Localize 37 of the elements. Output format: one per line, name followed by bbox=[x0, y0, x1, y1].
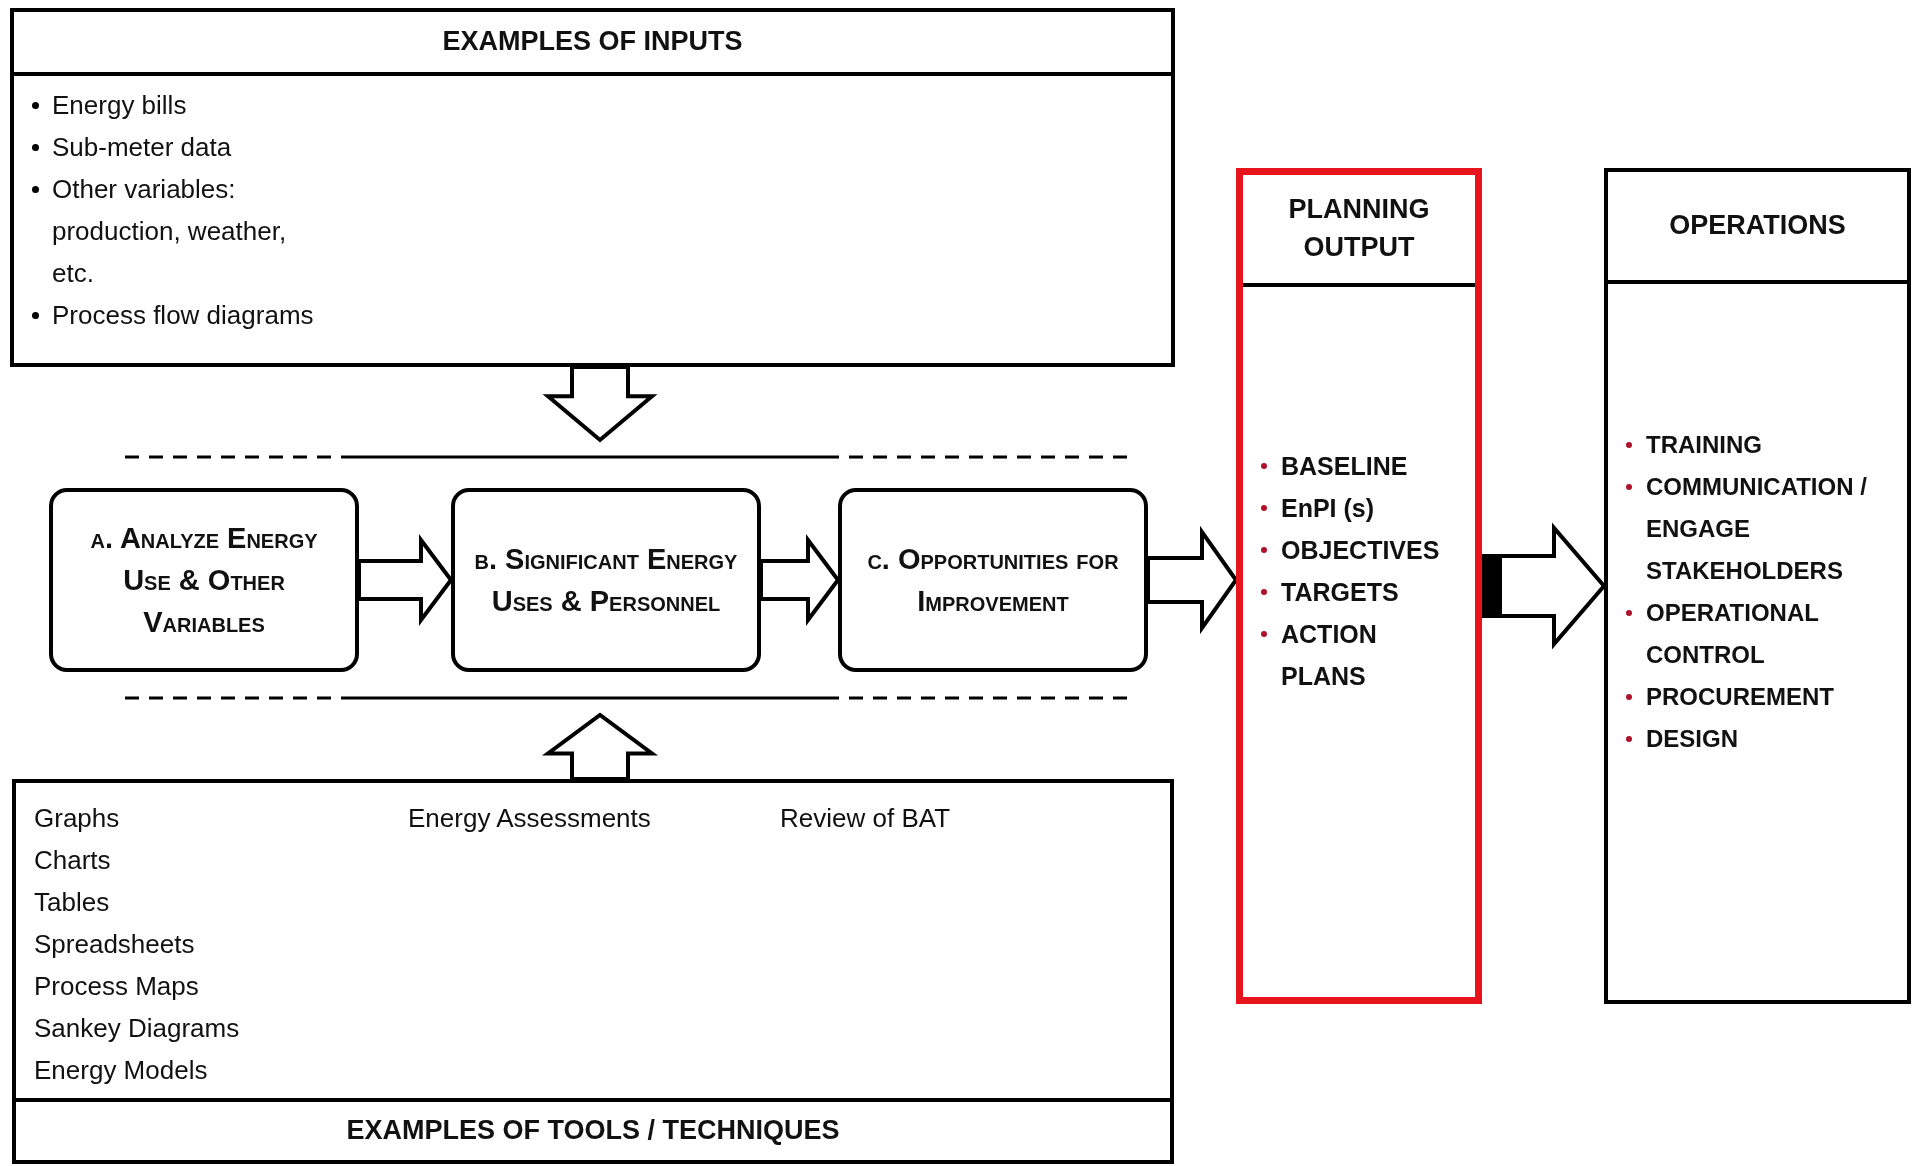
bullet-item: ACTION PLANS bbox=[1281, 619, 1378, 692]
bullet-item: Other variables: production, weather, etc. bbox=[52, 173, 288, 290]
bullet-item: EnPI (s) bbox=[1281, 493, 1375, 524]
bullet-item: OPERATIONAL CONTROL bbox=[1646, 598, 1820, 670]
bullet-item: Sub-meter data bbox=[52, 131, 232, 164]
tool-item: Energy Assessments bbox=[408, 802, 651, 835]
tools-panel bbox=[12, 779, 1174, 1164]
bullet-item: PROCUREMENT bbox=[1646, 682, 1834, 712]
tool-item: Tables bbox=[34, 886, 111, 919]
tool-item: Review of BAT bbox=[780, 802, 950, 835]
bullet-item: TARGETS bbox=[1281, 577, 1399, 608]
tool-item: Energy Models bbox=[34, 1054, 209, 1087]
tool-item: Spreadsheets bbox=[34, 928, 196, 961]
process-label: b. Significant Energy Uses & Personnel bbox=[473, 541, 739, 619]
tool-item: Graphs bbox=[34, 802, 121, 835]
panel-heading: OPERATIONS bbox=[1668, 209, 1847, 243]
bullet-item: Process flow diagrams bbox=[52, 299, 314, 332]
tool-item: Process Maps bbox=[34, 970, 200, 1003]
panel-heading: EXAMPLES OF TOOLS / TECHNIQUES bbox=[345, 1114, 841, 1148]
bullet-item: TRAINING bbox=[1646, 430, 1762, 460]
process-label: a. Analyze Energy Use & Other Variables bbox=[89, 520, 319, 640]
bullet-item: COMMUNICATION / ENGAGE STAKEHOLDERS bbox=[1646, 472, 1868, 586]
bullet-item: BASELINE bbox=[1281, 451, 1408, 482]
process-label: c. Opportunities for Improvement bbox=[866, 541, 1120, 619]
list-panel bbox=[1604, 168, 1911, 1004]
bullet-item: DESIGN bbox=[1646, 724, 1738, 754]
bullet-item: OBJECTIVES bbox=[1281, 535, 1440, 566]
process-box bbox=[49, 488, 359, 672]
panel-heading: PLANNING OUTPUT bbox=[1287, 193, 1431, 264]
panel-heading: EXAMPLES OF INPUTS bbox=[441, 25, 744, 59]
planning-output-panel bbox=[1236, 168, 1482, 1004]
process-box bbox=[838, 488, 1148, 672]
tool-item: Charts bbox=[34, 844, 112, 877]
process-box bbox=[451, 488, 761, 672]
tool-item: Sankey Diagrams bbox=[34, 1012, 240, 1045]
bullet-item: Energy bills bbox=[52, 89, 187, 122]
list-panel bbox=[10, 8, 1175, 367]
